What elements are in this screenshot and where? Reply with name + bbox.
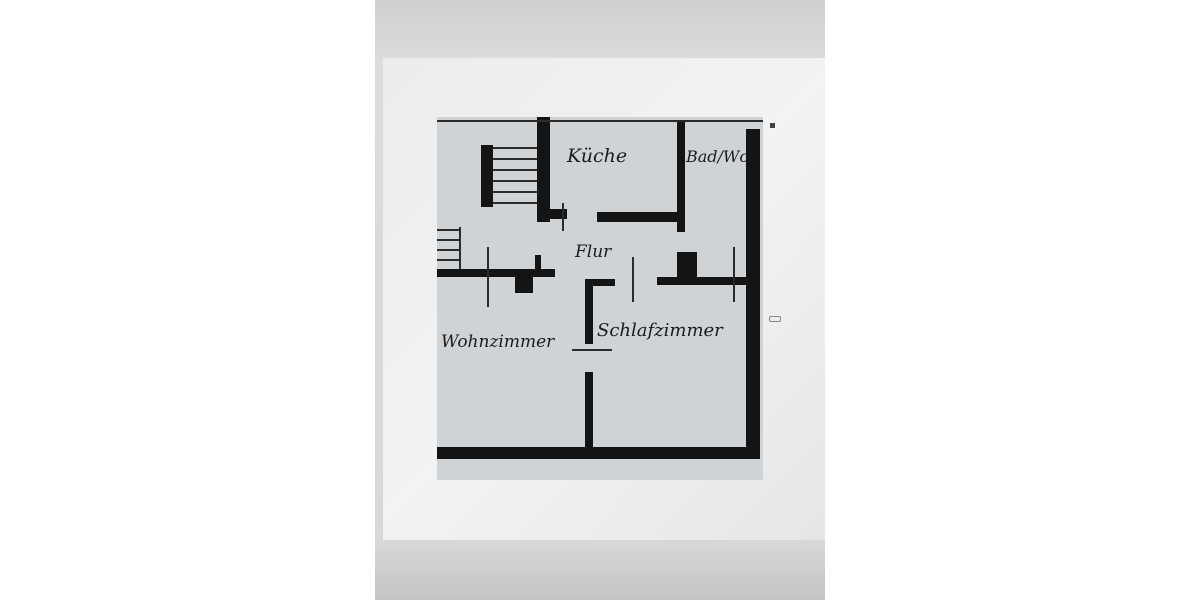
- wall: [585, 279, 593, 344]
- chimney: [515, 275, 533, 293]
- room-label-living-room: Wohnzimmer: [441, 332, 555, 352]
- resize-handle-side[interactable]: [769, 316, 781, 322]
- wall: [535, 255, 541, 277]
- room-label-bedroom: Schlafzimmer: [597, 320, 723, 341]
- outer-wall-bottom: [437, 447, 760, 459]
- wall: [597, 212, 681, 222]
- resize-handle-corner[interactable]: [770, 123, 775, 128]
- wall: [437, 269, 555, 277]
- wall: [677, 122, 685, 232]
- wall: [746, 129, 760, 459]
- wall: [537, 117, 550, 222]
- wall: [537, 209, 567, 219]
- chimney: [677, 252, 697, 278]
- wall: [657, 277, 749, 285]
- wall: [585, 279, 615, 286]
- room-label-bathroom: Bad/Wc: [686, 147, 749, 166]
- wall: [585, 372, 593, 447]
- floor-plan: Küche Bad/Wc Flur Wohnzimmer Schlafzimme…: [437, 117, 763, 480]
- room-label-kitchen: Küche: [567, 145, 628, 167]
- room-label-hallway: Flur: [575, 242, 612, 262]
